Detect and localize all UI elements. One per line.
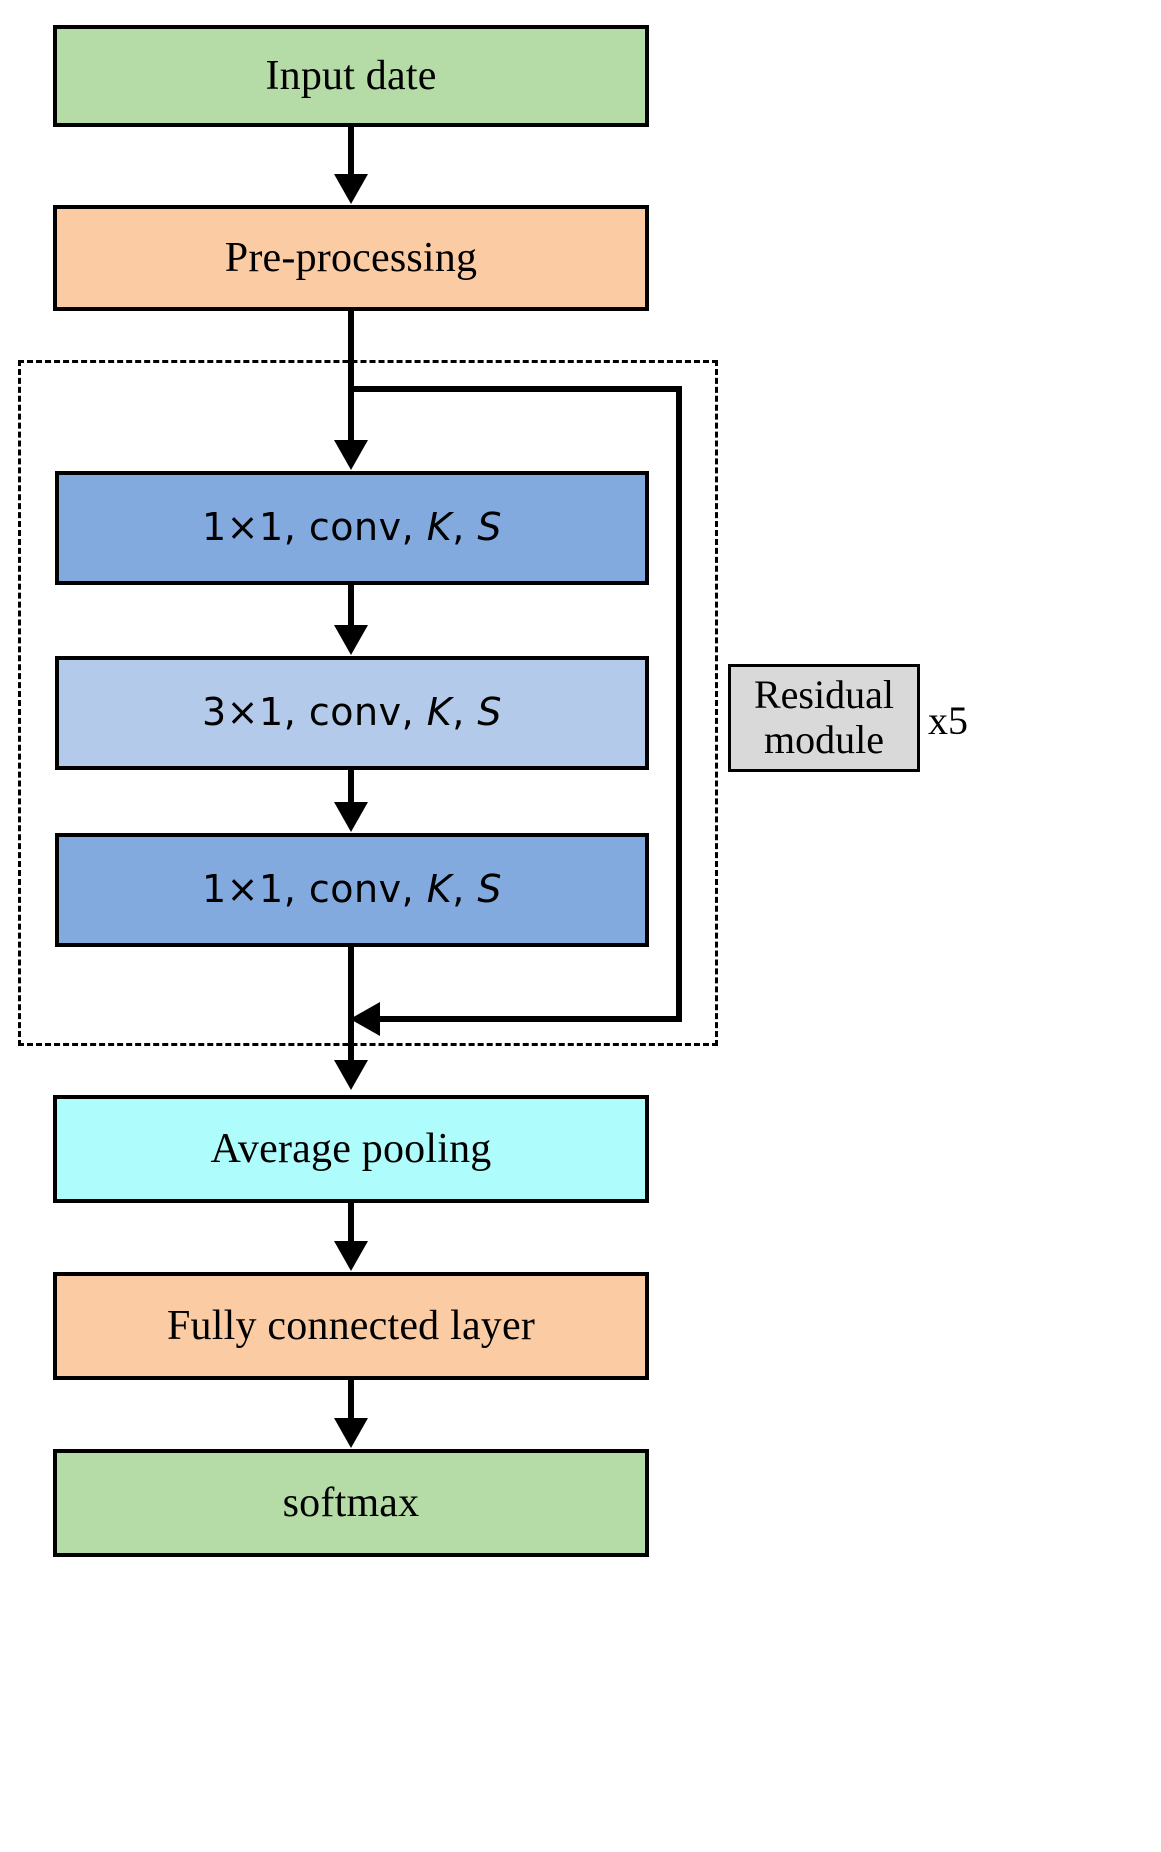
node-fully-connected-layer[interactable]: Fully connected layer <box>53 1272 649 1380</box>
node-average-pooling[interactable]: Average pooling <box>53 1095 649 1203</box>
residual-module-legend-text: Residual module <box>754 672 894 762</box>
skip-connection-top-segment <box>348 386 682 392</box>
node-conv-1x1-first-label: 1×1, conv, K, S <box>202 505 502 550</box>
residual-module-group-boundary <box>18 360 718 1046</box>
connector-input-to-preprocessing-arrow <box>334 174 368 204</box>
connector-avgpool-to-fc-arrow <box>334 1241 368 1271</box>
node-conv-3x1[interactable]: 3×1, conv, K, S <box>55 656 649 770</box>
node-input-date-label: Input date <box>265 52 437 99</box>
node-conv-1x1-first[interactable]: 1×1, conv, K, S <box>55 471 649 585</box>
connector-avgpool-to-fc-line <box>348 1203 354 1245</box>
connector-conv3-to-avgpool-arrow <box>334 1060 368 1090</box>
node-softmax[interactable]: softmax <box>53 1449 649 1557</box>
skip-connection-bottom-segment <box>380 1016 682 1022</box>
node-fully-connected-layer-label: Fully connected layer <box>166 1302 536 1349</box>
node-conv-1x1-second-label: 1×1, conv, K, S <box>202 867 502 912</box>
connector-fc-to-softmax-line <box>348 1380 354 1422</box>
repeat-count-label: x5 <box>928 698 968 743</box>
connector-conv1-to-conv2-line <box>348 585 354 627</box>
connector-conv2-to-conv3-arrow <box>334 802 368 832</box>
skip-connection-merge-arrow <box>350 1002 380 1036</box>
node-pre-processing[interactable]: Pre-processing <box>53 205 649 311</box>
connector-preprocessing-to-conv1-line <box>348 311 354 442</box>
connector-preprocessing-to-conv1-arrow <box>334 440 368 470</box>
node-softmax-label: softmax <box>282 1479 420 1526</box>
skip-connection-right-segment <box>676 386 682 1022</box>
connector-conv1-to-conv2-arrow <box>334 625 368 655</box>
node-conv-3x1-label: 3×1, conv, K, S <box>202 690 502 735</box>
connector-fc-to-softmax-arrow <box>334 1418 368 1448</box>
node-conv-1x1-second[interactable]: 1×1, conv, K, S <box>55 833 649 947</box>
residual-module-legend-box: Residual module <box>728 664 920 772</box>
connector-conv2-to-conv3-line <box>348 770 354 804</box>
node-average-pooling-label: Average pooling <box>210 1125 492 1172</box>
node-input-date[interactable]: Input date <box>53 25 649 127</box>
connector-input-to-preprocessing-line <box>348 127 354 177</box>
node-pre-processing-label: Pre-processing <box>224 234 478 281</box>
